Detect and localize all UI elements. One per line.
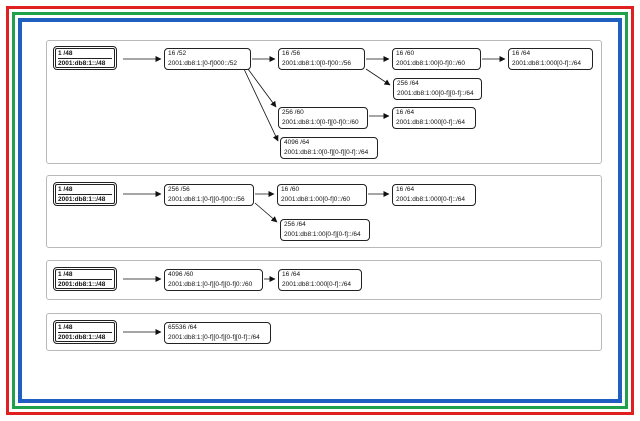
subnet-node: 256 /56 2001:db8:1:[0-f][0-f]00::/56 bbox=[164, 184, 254, 206]
subnet-node: 16 /64 2001:db8:1:000[0-f]::/64 bbox=[392, 107, 476, 129]
node-prefix: 2001:db8:1:000[0-f]::/64 bbox=[396, 196, 466, 203]
node-count: 16 /56 bbox=[282, 50, 301, 57]
subnet-node: 256 /60 2001:db8:1:0[0-f][0-f]0::/60 bbox=[278, 107, 368, 129]
node-count: 4096 /60 bbox=[168, 271, 194, 278]
node-count: 16 /64 bbox=[396, 186, 415, 193]
subnet-node: 4096 /60 2001:db8:1:[0-f][0-f][0-f]0::/6… bbox=[164, 269, 263, 291]
node-count: 256 /56 bbox=[168, 186, 190, 193]
node-count: 16 /64 bbox=[512, 50, 531, 57]
node-prefix: 2001:db8:1:0[0-f][0-f]0::/60 bbox=[282, 119, 359, 126]
node-prefix: 2001:db8:1::/48 bbox=[58, 334, 106, 341]
node-count: 1 /48 bbox=[58, 49, 112, 59]
node-prefix: 2001:db8:1:000[0-f]::/64 bbox=[512, 60, 582, 67]
node-count: 256 /64 bbox=[397, 80, 419, 87]
node-prefix: 2001:db8:1::/48 bbox=[58, 281, 106, 288]
node-prefix: 2001:db8:1:[0-f][0-f][0-f][0-f]::/64 bbox=[168, 334, 260, 341]
node-prefix: 2001:db8:1:000[0-f]::/64 bbox=[396, 119, 466, 126]
outer-frame-blue bbox=[18, 18, 622, 403]
subnet-node: 16 /60 2001:db8:1:00[0-f]0::/60 bbox=[277, 184, 367, 206]
outer-frame-red bbox=[6, 6, 634, 415]
node-prefix: 2001:db8:1:00[0-f][0-f]::/64 bbox=[397, 90, 474, 97]
node-count: 16 /64 bbox=[396, 109, 415, 116]
outer-frame-green bbox=[12, 12, 628, 409]
subnet-node: 16 /64 2001:db8:1:000[0-f]::/64 bbox=[508, 48, 593, 70]
node-count: 1 /48 bbox=[58, 270, 112, 280]
node-prefix: 2001:db8:1::/48 bbox=[58, 196, 106, 203]
node-prefix: 2001:db8:1:00[0-f]0::/60 bbox=[281, 196, 351, 203]
subnet-node: 65536 /64 2001:db8:1:[0-f][0-f][0-f][0-f… bbox=[164, 322, 271, 344]
edge bbox=[247, 68, 277, 108]
node-count: 4096 /64 bbox=[284, 139, 310, 146]
root-node: 1 /48 2001:db8:1::/48 bbox=[53, 320, 117, 344]
subnet-node: 16 /64 2001:db8:1:000[0-f]::/64 bbox=[278, 269, 362, 291]
subnet-node: 16 /64 2001:db8:1:000[0-f]::/64 bbox=[392, 184, 476, 206]
node-prefix: 2001:db8:1:00[0-f][0-f]::/64 bbox=[284, 231, 361, 238]
node-count: 1 /48 bbox=[58, 185, 112, 195]
subnet-node: 256 /64 2001:db8:1:00[0-f][0-f]::/64 bbox=[393, 78, 482, 100]
node-prefix: 2001:db8:1:[0-f]000::/52 bbox=[168, 60, 238, 67]
subnet-tree-panel-3 bbox=[46, 260, 602, 300]
edge bbox=[243, 68, 279, 142]
root-node: 1 /48 2001:db8:1::/48 bbox=[53, 46, 117, 70]
subnet-node: 16 /60 2001:db8:1:00[0-f]0::/60 bbox=[392, 48, 481, 70]
node-count: 16 /64 bbox=[282, 271, 301, 278]
node-count: 1 /48 bbox=[58, 323, 112, 333]
root-node: 1 /48 2001:db8:1::/48 bbox=[53, 267, 117, 291]
subnet-node: 16 /52 2001:db8:1:[0-f]000::/52 bbox=[164, 48, 251, 70]
node-count: 256 /64 bbox=[284, 221, 306, 228]
node-count: 65536 /64 bbox=[168, 324, 197, 331]
node-count: 256 /60 bbox=[282, 109, 304, 116]
node-count: 16 /60 bbox=[396, 50, 415, 57]
subnet-node: 256 /64 2001:db8:1:00[0-f][0-f]::/64 bbox=[280, 219, 370, 241]
node-prefix: 2001:db8:1:000[0-f]::/64 bbox=[282, 281, 352, 288]
edge bbox=[254, 202, 278, 223]
edge bbox=[365, 68, 391, 86]
subnet-node: 16 /56 2001:db8:1:0[0-f]00::/56 bbox=[278, 48, 365, 70]
node-prefix: 2001:db8:1:[0-f][0-f][0-f]0::/60 bbox=[168, 281, 253, 288]
node-prefix: 2001:db8:1::/48 bbox=[58, 60, 106, 67]
node-count: 16 /52 bbox=[168, 50, 187, 57]
subnet-node: 4096 /64 2001:db8:1:0[0-f][0-f][0-f]::/6… bbox=[280, 137, 378, 159]
node-prefix: 2001:db8:1:00[0-f]0::/60 bbox=[396, 60, 466, 67]
node-prefix: 2001:db8:1:0[0-f]00::/56 bbox=[282, 60, 352, 67]
node-count: 16 /60 bbox=[281, 186, 300, 193]
node-prefix: 2001:db8:1:0[0-f][0-f][0-f]::/64 bbox=[284, 149, 369, 156]
node-prefix: 2001:db8:1:[0-f][0-f]00::/56 bbox=[168, 196, 245, 203]
root-node: 1 /48 2001:db8:1::/48 bbox=[53, 182, 117, 206]
